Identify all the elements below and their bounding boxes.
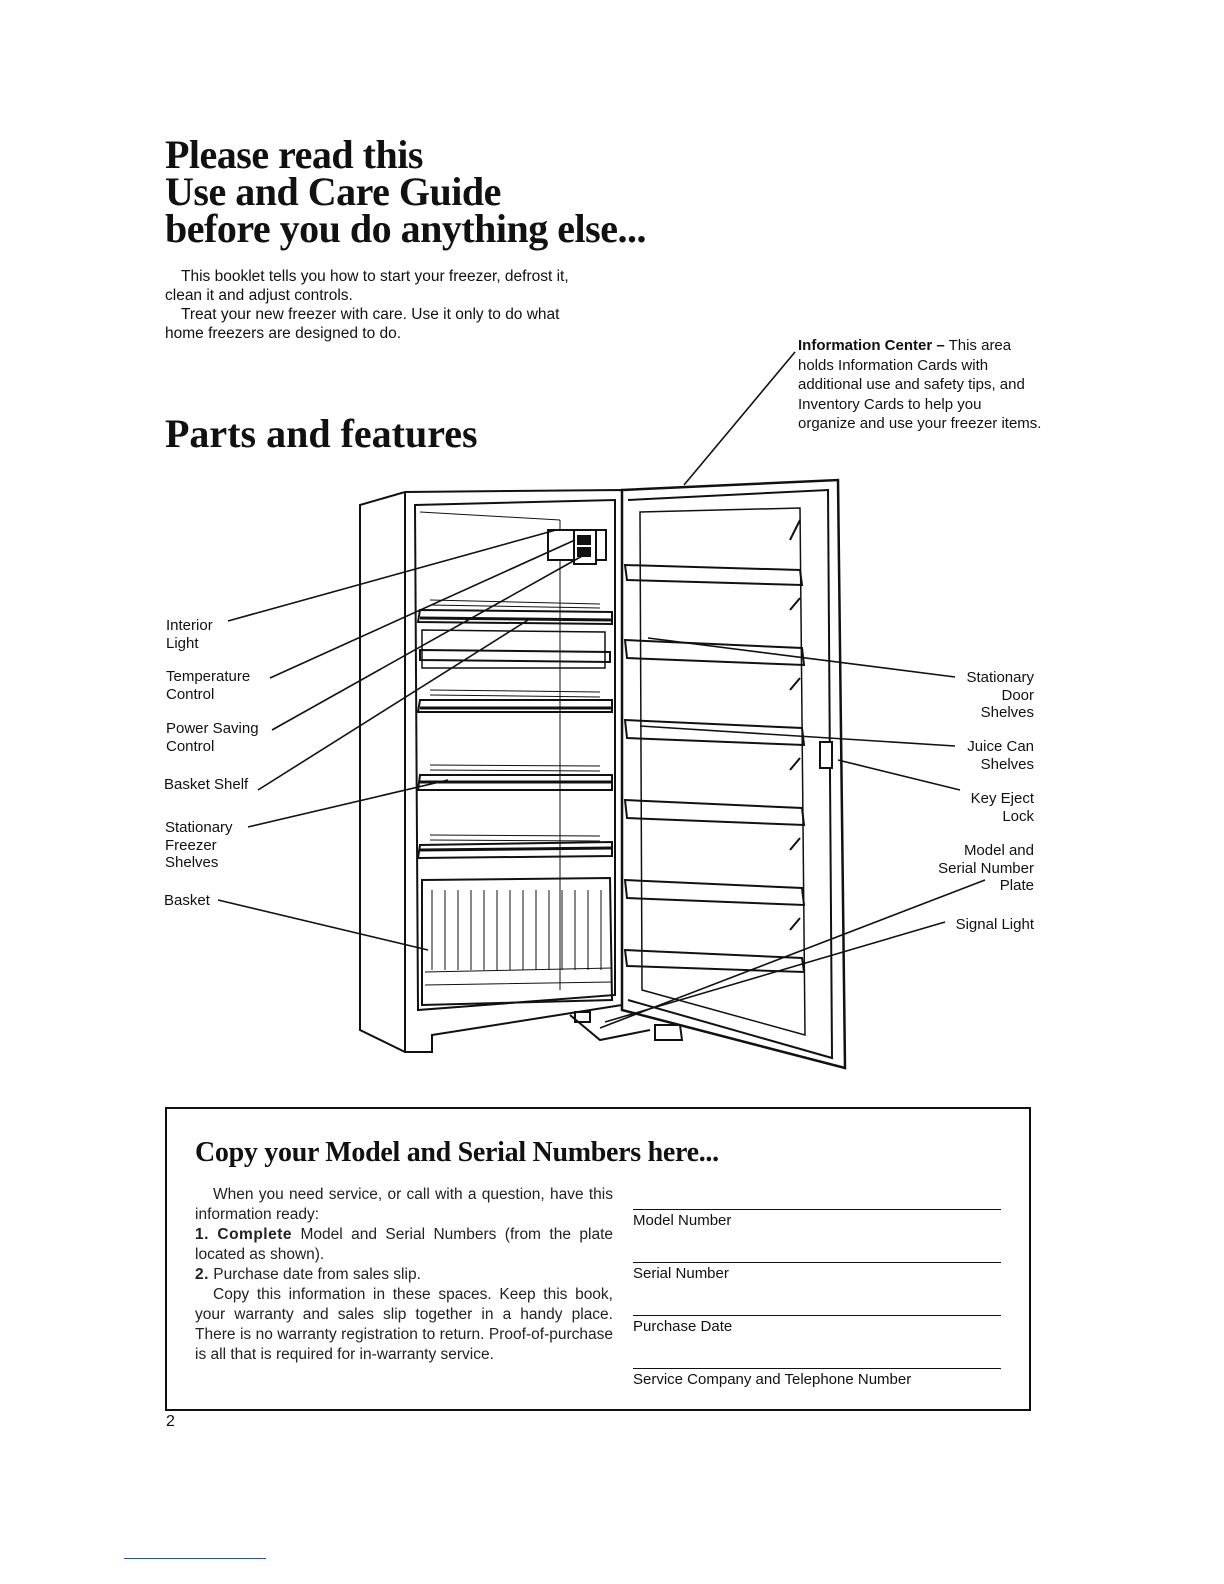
freezer-diagram [217,351,986,1070]
label-model-serial-plate: Model and Serial Number Plate [938,842,1034,894]
page-heading: Please read this Use and Care Guide befo… [165,132,646,251]
label-temperature-control: Temperature Control [166,668,251,703]
label-signal-light: Signal Light [955,916,1034,933]
copy-box-title: Copy your Model and Serial Numbers here.… [195,1137,719,1168]
intro-paragraph-2: Treat your new freezer with care. Use it… [165,306,560,342]
copy-intro: When you need service, or call with a qu… [195,1186,613,1223]
information-center-callout: Information Center – This area holds Inf… [798,336,1043,434]
label-power-saving-control: Power Saving Control [166,720,259,755]
label-interior-light: Interior Light [166,617,213,652]
information-center-text: This area holds Information Cards with a… [798,337,1042,432]
copy-step-1: 1. Complete Model and Serial Numbers (fr… [195,1226,614,1263]
parts-features-title: Parts and features [165,411,478,456]
label-basket: Basket [164,892,210,909]
page-number: 2 [166,1413,175,1430]
model-number-field[interactable]: Model Number [633,1209,1001,1229]
copy-step-2: 2. Purchase date from sales slip. [195,1266,421,1283]
label-stationary-door-shelves: Stationary Door Shelves [966,669,1034,721]
heading-line-1: Please read this [165,132,423,177]
label-key-eject-lock: Key Eject Lock [970,790,1034,825]
copy-numbers-box: Copy your Model and Serial Numbers here.… [165,1107,1031,1411]
intro-paragraph-1: This booklet tells you how to start your… [165,268,569,304]
copy-box-instructions: When you need service, or call with a qu… [195,1185,613,1365]
service-company-field[interactable]: Service Company and Telephone Number [633,1368,1001,1388]
intro-text: This booklet tells you how to start your… [165,267,585,343]
footnote-rule [124,1558,266,1559]
serial-number-field[interactable]: Serial Number [633,1262,1001,1282]
heading-line-2: Use and Care Guide [165,169,501,214]
heading-line-3: before you do anything else... [165,206,646,251]
copy-outro: Copy this information in these spaces. K… [195,1286,613,1363]
label-juice-can-shelves: Juice Can Shelves [967,738,1034,773]
label-stationary-freezer-shelves: Stationary Freezer Shelves [165,819,233,871]
purchase-date-field[interactable]: Purchase Date [633,1315,1001,1335]
information-center-title: Information Center – [798,337,945,354]
label-basket-shelf: Basket Shelf [164,776,249,793]
